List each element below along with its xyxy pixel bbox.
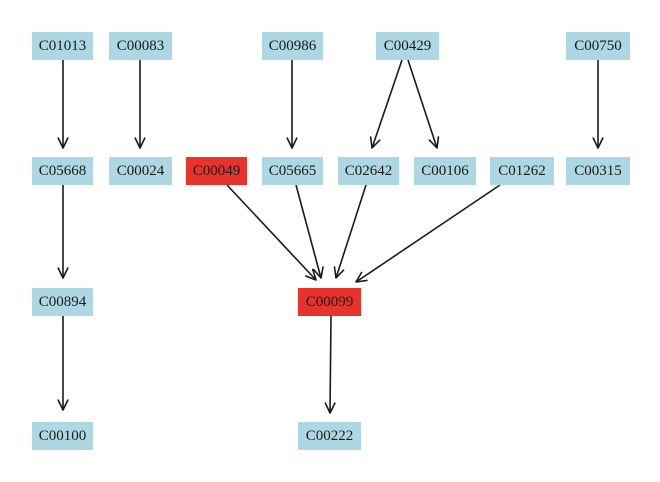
arrowhead-icon — [57, 137, 69, 149]
node-c00106: C00106 — [414, 157, 476, 185]
node-c05665: C05665 — [262, 157, 323, 185]
arrowhead-icon — [134, 137, 146, 149]
edge-C02642-to-C00099 — [333, 184, 367, 279]
edge-line — [295, 184, 322, 279]
edge-line — [407, 59, 438, 149]
node-c00222: C00222 — [298, 422, 361, 450]
edge-C00429-to-C02642 — [369, 59, 403, 149]
edge-C01262-to-C00099 — [355, 184, 501, 283]
arrowhead-icon — [592, 137, 604, 149]
node-c00894: C00894 — [32, 288, 93, 316]
node-c05668: C05668 — [32, 157, 93, 185]
node-c01262: C01262 — [490, 157, 554, 185]
edge-line — [355, 184, 501, 283]
edge-C00750-to-C00315 — [592, 60, 604, 149]
edge-C00083-to-C00024 — [134, 60, 146, 149]
arrowhead-icon — [304, 268, 317, 281]
node-c00049: C00049 — [186, 157, 247, 185]
edge-line — [226, 184, 317, 281]
node-c00100: C00100 — [32, 422, 93, 450]
edge-C00894-to-C00100 — [57, 316, 69, 411]
arrowhead-icon — [333, 266, 345, 279]
edge-C01013-to-C05668 — [57, 60, 69, 149]
node-c01013: C01013 — [32, 32, 93, 60]
arrowhead-icon — [369, 136, 381, 149]
arrowhead-icon — [57, 267, 69, 279]
edge-C05665-to-C00099 — [295, 184, 324, 279]
arrowhead-icon — [324, 402, 336, 414]
node-c00083: C00083 — [109, 32, 172, 60]
edge-C00986-to-C05665 — [286, 60, 298, 149]
edge-C05668-to-C00894 — [57, 185, 69, 279]
node-c00315: C00315 — [566, 157, 630, 185]
node-c02642: C02642 — [338, 157, 399, 185]
node-c00099: C00099 — [298, 288, 361, 316]
node-c00750: C00750 — [566, 32, 630, 60]
edge-C00429-to-C00106 — [407, 59, 440, 149]
arrowhead-icon — [355, 271, 368, 283]
node-c00986: C00986 — [262, 32, 323, 60]
edge-C00049-to-C00099 — [226, 184, 317, 281]
edge-line — [329, 315, 332, 414]
edge-C00099-to-C00222 — [324, 315, 336, 414]
arrowhead-icon — [57, 399, 69, 411]
edge-line — [335, 184, 367, 279]
node-c00024: C00024 — [109, 157, 172, 185]
arrowhead-icon — [428, 136, 440, 149]
edge-line — [371, 59, 403, 149]
arrowhead-icon — [286, 137, 298, 149]
arrowhead-icon — [313, 266, 324, 279]
node-c00429: C00429 — [376, 32, 439, 60]
